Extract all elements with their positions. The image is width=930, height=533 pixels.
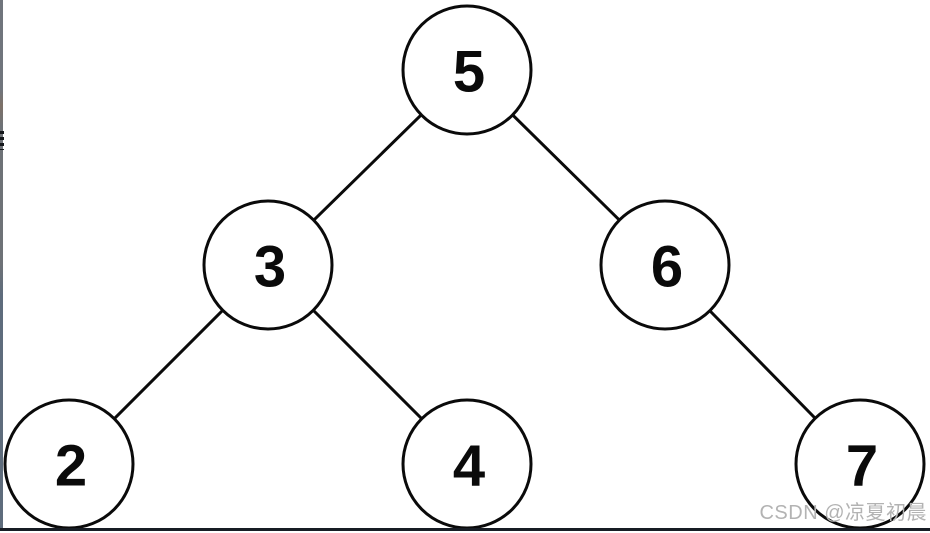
node-label-3: 3 bbox=[254, 235, 286, 300]
left-window-edge bbox=[0, 0, 3, 528]
bottom-window-edge bbox=[0, 528, 930, 531]
node-label-5: 5 bbox=[453, 40, 485, 105]
tree-node-3: 3 bbox=[202, 199, 334, 331]
node-label-6: 6 bbox=[651, 235, 683, 300]
node-circle-6 bbox=[599, 199, 731, 331]
node-circle-5 bbox=[401, 4, 533, 136]
tree-node-6: 6 bbox=[599, 199, 731, 331]
node-label-4: 4 bbox=[453, 434, 485, 499]
tree-node-2: 2 bbox=[3, 398, 135, 530]
csdn-watermark: CSDN @凉夏初晨 bbox=[759, 502, 927, 524]
node-label-7: 7 bbox=[846, 434, 878, 499]
node-label-2: 2 bbox=[55, 434, 87, 499]
tree-node-4: 4 bbox=[401, 398, 533, 530]
tree-node-5: 5 bbox=[401, 4, 533, 136]
node-circle-3 bbox=[202, 199, 334, 331]
left-edge-marks bbox=[0, 131, 4, 150]
